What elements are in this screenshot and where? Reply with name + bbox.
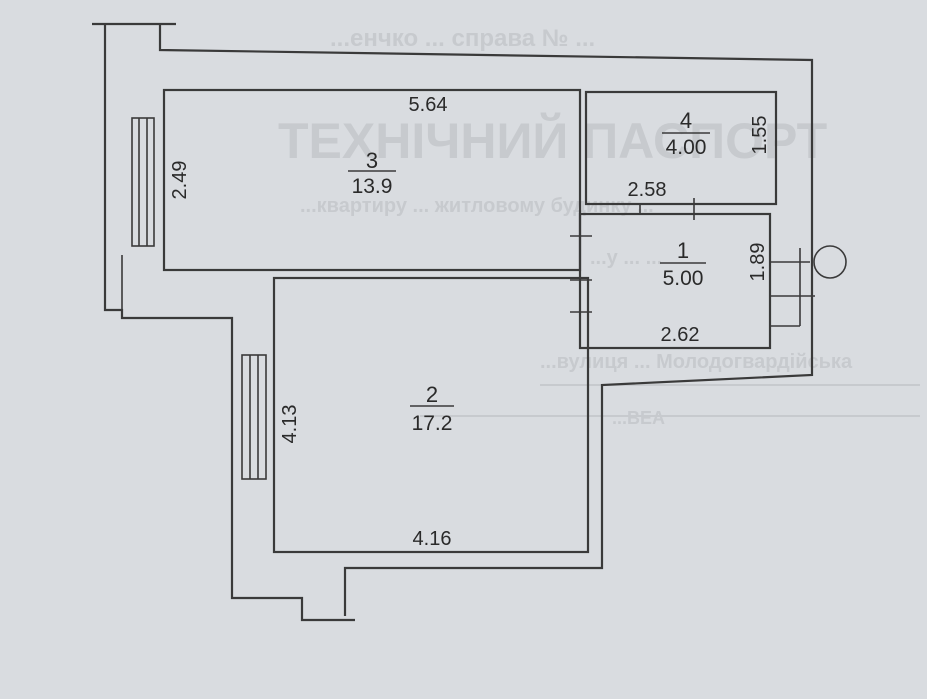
room-2-area: 17.2	[412, 412, 453, 435]
room-4-height: 1.55	[749, 116, 771, 155]
bg-line3: ...вулиця ... Молодогвардійська	[540, 351, 853, 373]
room-2-number: 2	[426, 382, 438, 407]
room-1-outline	[578, 212, 772, 350]
riser-symbol	[770, 245, 847, 327]
window-room-3	[131, 117, 155, 247]
bg-line2: ...у ... ...	[590, 247, 662, 269]
bg-header-line: ...енчко ... справа № ...	[330, 25, 595, 52]
room-3-area: 13.9	[352, 175, 393, 198]
window-room-2	[241, 354, 267, 480]
room-1-number: 1	[677, 238, 689, 263]
room-4-number: 4	[680, 108, 692, 133]
room-1-area: 5.00	[663, 267, 704, 290]
outer-wall-outline	[103, 24, 355, 622]
room-4-width: 2.58	[628, 179, 667, 201]
riser-circle	[813, 245, 847, 279]
room-3-height: 2.49	[169, 161, 191, 200]
room-4-area: 4.00	[666, 136, 707, 159]
room-4-outline	[584, 90, 778, 206]
room-3-outline	[162, 88, 582, 272]
room-1-width: 2.62	[661, 324, 700, 346]
room-2-height: 4.13	[279, 405, 301, 444]
outer-wall-right	[158, 24, 814, 616]
room-3-width: 5.64	[409, 94, 448, 116]
room-2-outline	[272, 276, 590, 554]
bg-line1: ...квартиру ... житловому будинку ...	[300, 195, 654, 217]
bg-line4: ...ВЕА	[612, 408, 665, 428]
bg-title: ТЕХНІЧНИЙ ПАСПОРТ	[278, 112, 827, 169]
room-3-number: 3	[366, 148, 378, 173]
room-1-height: 1.89	[747, 243, 769, 282]
room-2-width: 4.16	[413, 528, 452, 550]
